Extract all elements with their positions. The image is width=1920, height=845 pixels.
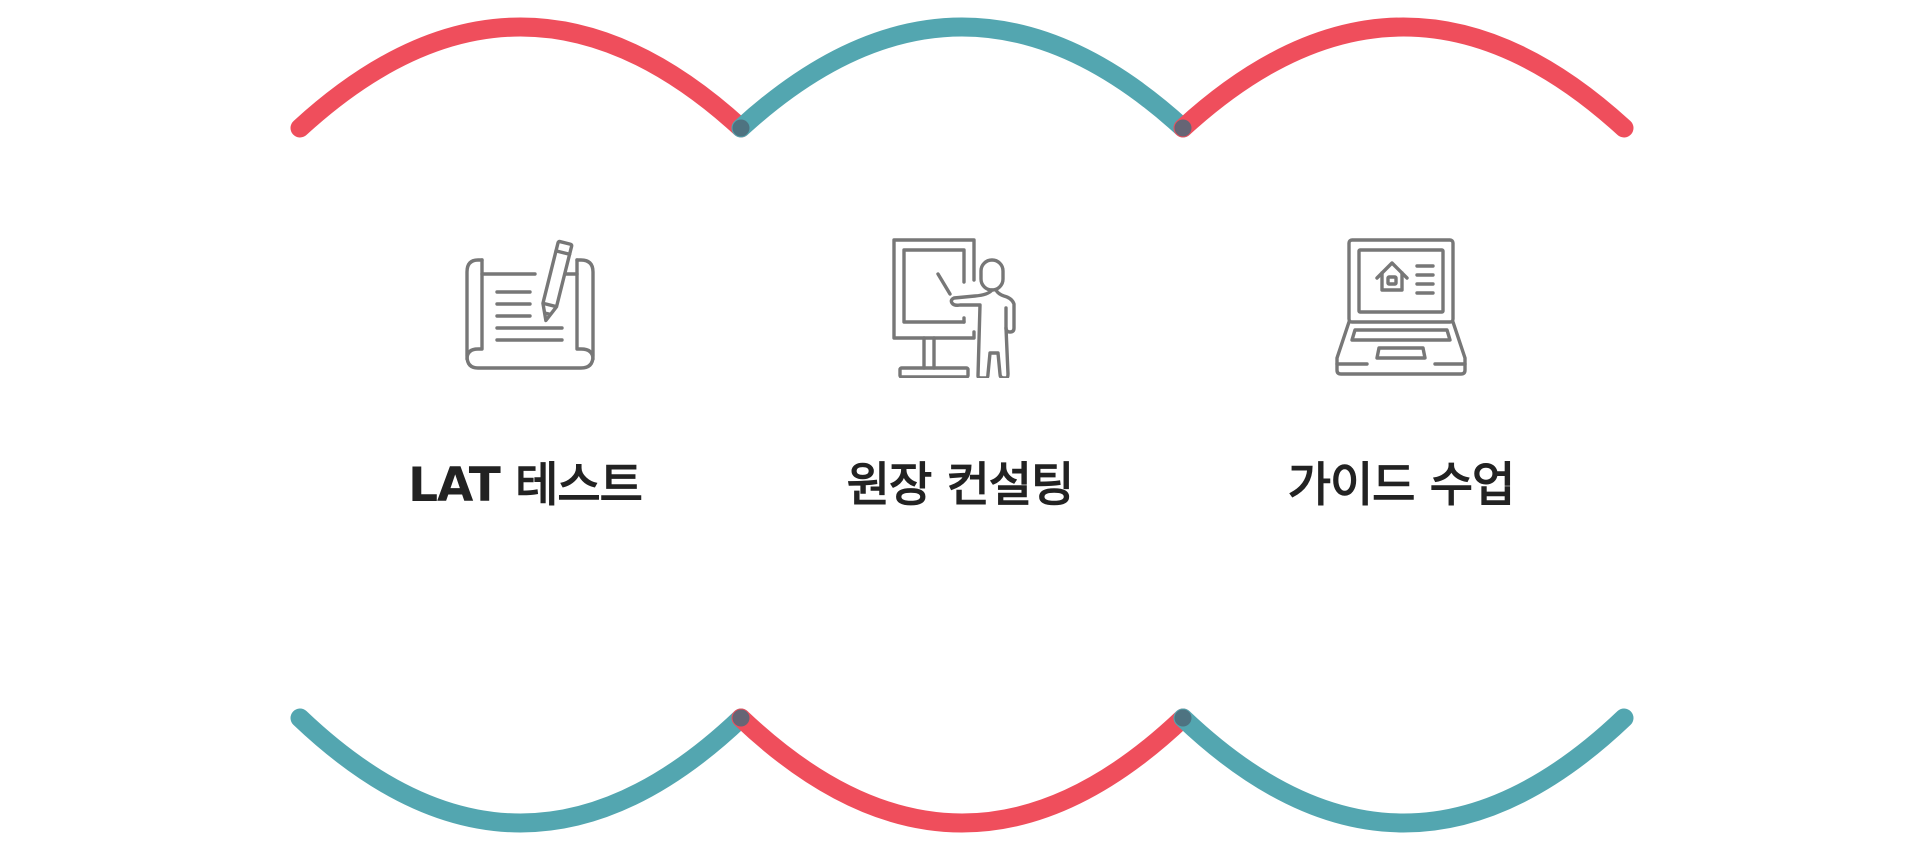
top-arc-joint (1174, 119, 1192, 137)
service-title: 가이드 수업 (1287, 458, 1516, 513)
top-arc-joint (732, 119, 750, 137)
laptop-home-icon (1335, 238, 1467, 376)
bottom-arc-3 (1173, 708, 1634, 833)
top-arc-2 (731, 17, 1193, 138)
top-arc-1 (290, 17, 751, 138)
bottom-arc-joint (732, 709, 750, 727)
bottom-arc-2 (731, 708, 1193, 833)
service-item-lat-test[interactable]: LAT 테스트 (345, 228, 705, 515)
service-item-director-consulting[interactable]: 원장 컨설팅 (780, 228, 1140, 515)
top-arc-3 (1173, 17, 1634, 138)
presenter-board-icon (892, 238, 1016, 378)
blueprint-pencil-icon (465, 239, 595, 370)
service-title: 원장 컨설팅 (846, 458, 1075, 513)
service-title: LAT 테스트 (408, 458, 643, 513)
service-item-guide-class[interactable]: 가이드 수업 (1221, 228, 1581, 515)
bottom-arc-1 (290, 708, 751, 833)
bottom-arc-joint (1174, 709, 1192, 727)
